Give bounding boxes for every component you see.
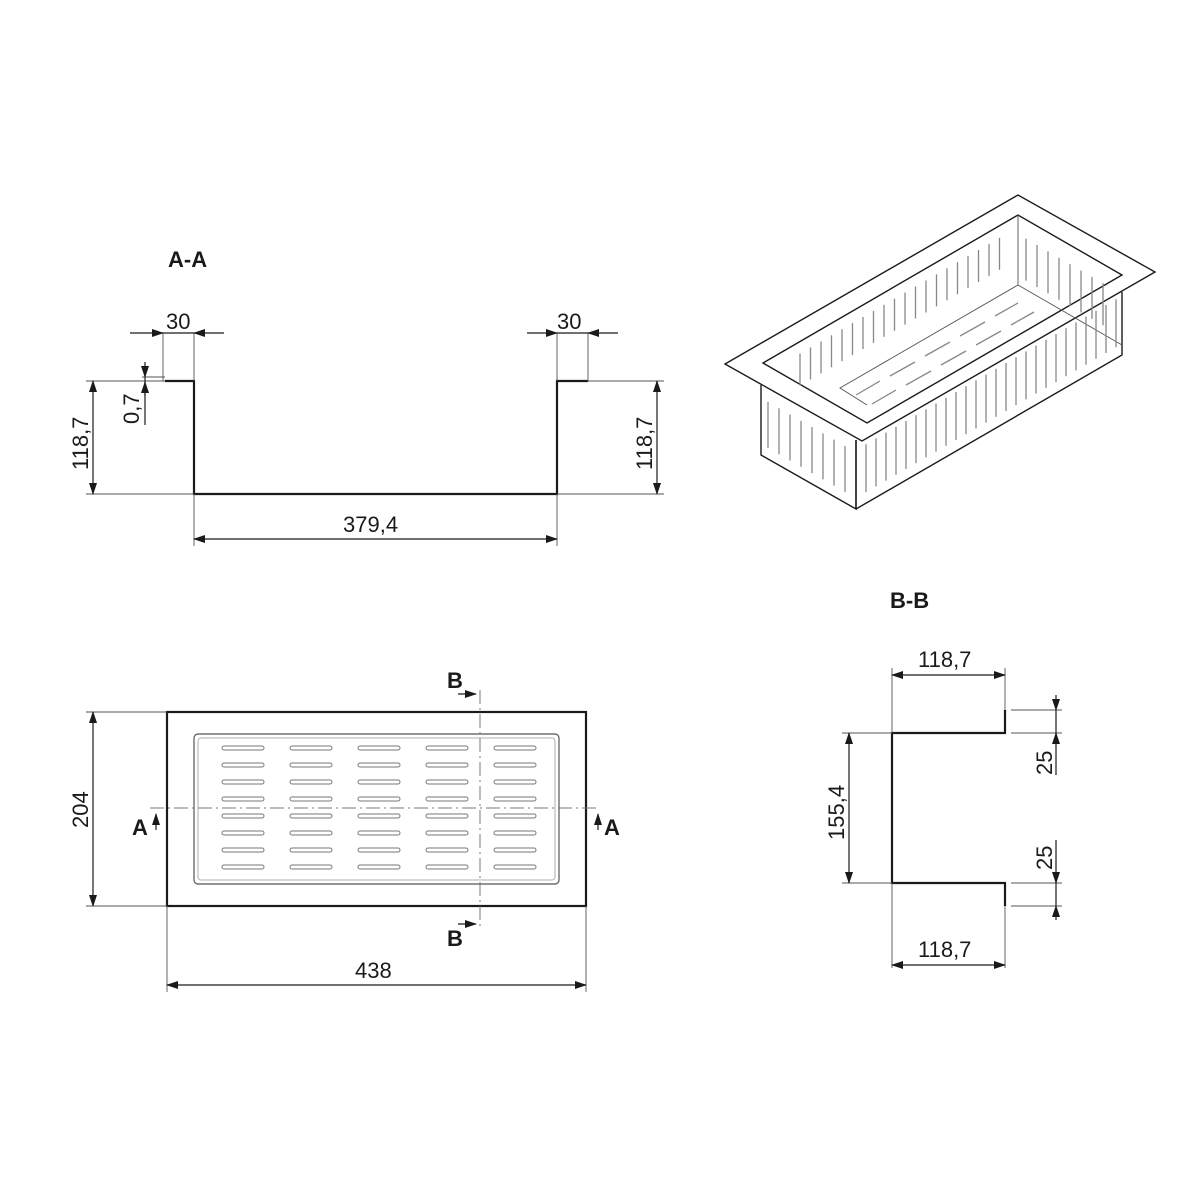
drain-slot — [221, 864, 265, 870]
section-aa-profile — [165, 379, 588, 496]
section-aa-dim-flange-left: 30 — [166, 309, 190, 334]
drain-slot — [493, 847, 537, 853]
basket-isometric-icon — [723, 194, 1157, 511]
section-bb-dim-flange-top: 25 — [1032, 751, 1057, 775]
drain-slot — [221, 762, 265, 768]
drain-slot — [289, 830, 333, 836]
drain-slot — [425, 830, 469, 836]
drain-slot — [357, 762, 401, 768]
drain-slot — [357, 745, 401, 751]
section-aa-dim-thickness: 0,7 — [119, 393, 144, 424]
section-aa-dim-width: 379,4 — [343, 512, 398, 537]
drain-slot — [357, 813, 401, 819]
drain-slot — [221, 847, 265, 853]
section-bb-dim-inner: 155,4 — [824, 785, 849, 840]
drain-slot — [289, 745, 333, 751]
drain-slot — [493, 779, 537, 785]
section-bb-dim-bottom: 118,7 — [918, 937, 971, 962]
drain-slot — [493, 830, 537, 836]
drain-slot — [357, 847, 401, 853]
drain-slot — [289, 796, 333, 802]
section-bb-dim-top: 118,7 — [918, 647, 971, 672]
drain-slot — [493, 864, 537, 870]
drain-slot — [493, 813, 537, 819]
section-aa-view: A-A 30 30 0,7 118,7 118 — [68, 247, 664, 546]
drain-slot — [289, 847, 333, 853]
section-aa-title: A-A — [168, 247, 207, 272]
drain-slot — [289, 864, 333, 870]
drain-slot — [425, 745, 469, 751]
iso-floor-slots — [855, 302, 1035, 405]
drain-slot — [357, 796, 401, 802]
drain-slot — [221, 830, 265, 836]
drain-slot — [357, 830, 401, 836]
drain-slot — [493, 762, 537, 768]
section-bb-view: B-B 118,7 118,7 155,4 25 25 — [824, 588, 1062, 969]
drain-slot — [425, 813, 469, 819]
drain-slot — [425, 864, 469, 870]
top-view-inner-basket — [193, 733, 560, 885]
drain-slot — [425, 796, 469, 802]
iso-wall-slats — [767, 237, 1117, 493]
drain-slot — [493, 796, 537, 802]
top-view-dim-length: 438 — [355, 958, 392, 983]
top-view-outer-rim — [165, 710, 588, 908]
section-aa-dim-height-right: 118,7 — [632, 417, 657, 470]
section-bb-profile — [890, 710, 1007, 906]
cut-marker-b-bottom: B — [447, 926, 463, 951]
drain-slot — [493, 745, 537, 751]
section-bb-dim-flange-bottom: 25 — [1032, 846, 1057, 870]
section-bb-title: B-B — [890, 588, 929, 613]
drain-slot — [357, 864, 401, 870]
drain-slot — [425, 779, 469, 785]
drain-slot — [221, 779, 265, 785]
drain-slot — [289, 762, 333, 768]
drain-slot — [425, 847, 469, 853]
section-aa-dim-flange-right: 30 — [557, 309, 581, 334]
top-view-slots — [221, 745, 537, 870]
top-view: A A B B 204 438 — [68, 668, 620, 992]
cut-marker-b-top: B — [447, 668, 463, 693]
drain-slot — [357, 779, 401, 785]
top-view-dim-depth: 204 — [68, 791, 93, 828]
drain-slot — [289, 779, 333, 785]
drain-slot — [221, 745, 265, 751]
cut-marker-a-right: A — [604, 815, 620, 840]
cut-marker-a-left: A — [132, 815, 148, 840]
section-aa-dim-height-left: 118,7 — [68, 417, 93, 470]
drain-slot — [221, 813, 265, 819]
drain-slot — [221, 796, 265, 802]
drain-slot — [289, 813, 333, 819]
drain-slot — [425, 762, 469, 768]
